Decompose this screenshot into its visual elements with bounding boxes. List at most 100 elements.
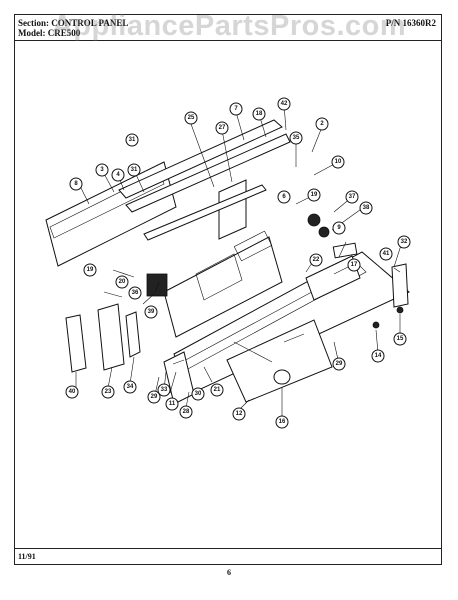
callout-15: 15 xyxy=(393,332,407,346)
callout-4: 4 xyxy=(111,168,125,182)
callout-label: 20 xyxy=(119,279,126,285)
callout-bubbles: 8 3 4 31 31 25 7 27 18 42 2 35 10 6 19 3… xyxy=(65,97,411,429)
callout-label: 3 xyxy=(100,167,104,173)
callout-label: 19 xyxy=(311,192,318,198)
callout-label: 25 xyxy=(188,115,195,121)
callout-33: 33 xyxy=(157,383,171,397)
callout-label: 22 xyxy=(313,257,320,263)
right-end-cap xyxy=(391,263,409,308)
callout-label: 12 xyxy=(236,411,243,417)
callout-label: 31 xyxy=(131,167,138,173)
revision-date: 11/91 xyxy=(18,552,36,561)
callout-label: 6 xyxy=(282,194,286,200)
callout-14: 14 xyxy=(371,349,385,363)
callout-3: 3 xyxy=(95,163,109,177)
callout-label: 29 xyxy=(336,361,343,367)
callout-23: 23 xyxy=(101,385,115,399)
callout-label: 11 xyxy=(169,401,176,407)
display-window xyxy=(233,230,273,262)
model-value: CRE500 xyxy=(47,28,81,38)
callout-29a: 29 xyxy=(147,390,161,404)
callout-label: 39 xyxy=(148,309,155,315)
footer-divider xyxy=(14,548,442,549)
callout-label: 33 xyxy=(161,387,168,393)
callout-label: 19 xyxy=(87,267,94,273)
callout-8: 8 xyxy=(69,177,83,191)
model-heading: Model: CRE500 xyxy=(18,28,80,38)
trim-plate xyxy=(332,242,358,259)
callout-2: 2 xyxy=(315,117,329,131)
top-rail xyxy=(118,119,283,199)
screw-14 xyxy=(372,321,380,329)
callout-16: 16 xyxy=(275,415,289,429)
section-label: Section: xyxy=(18,18,49,28)
callout-label: 16 xyxy=(279,419,286,425)
exploded-parts-diagram: 8 3 4 31 31 25 7 27 18 42 2 35 10 6 19 3… xyxy=(45,97,411,429)
callout-40: 40 xyxy=(65,385,79,399)
callout-label: 4 xyxy=(116,172,120,178)
callout-label: 37 xyxy=(349,194,356,200)
screw-15 xyxy=(396,306,404,314)
callout-30: 30 xyxy=(191,387,205,401)
callout-label: 36 xyxy=(132,290,139,296)
callout-19b: 19 xyxy=(83,263,97,277)
support-bar xyxy=(143,184,267,241)
callout-32: 32 xyxy=(397,235,411,249)
callout-10: 10 xyxy=(331,155,345,169)
callout-7: 7 xyxy=(229,102,243,116)
callout-label: 38 xyxy=(363,205,370,211)
callout-label: 35 xyxy=(293,135,300,141)
callout-34: 34 xyxy=(123,380,137,394)
callout-17: 17 xyxy=(347,258,361,272)
page-number: 6 xyxy=(227,568,231,577)
callout-41: 41 xyxy=(379,247,393,261)
callout-label: 42 xyxy=(281,101,288,107)
section-value: CONTROL PANEL xyxy=(51,18,129,28)
thermostat xyxy=(307,213,321,227)
callout-31b: 31 xyxy=(125,133,139,147)
callout-label: 10 xyxy=(335,159,342,165)
part-number: P/N 16360R2 xyxy=(385,18,436,28)
element-board xyxy=(305,255,361,301)
callout-label: 2 xyxy=(320,121,324,127)
page-frame xyxy=(14,14,442,565)
callout-42: 42 xyxy=(277,97,291,111)
callout-label: 31 xyxy=(129,137,136,143)
sensor xyxy=(318,226,330,238)
control-knob xyxy=(273,369,291,385)
callout-28: 28 xyxy=(179,405,193,419)
callout-12: 12 xyxy=(232,407,246,421)
callout-25: 25 xyxy=(184,111,198,125)
callout-18: 18 xyxy=(252,107,266,121)
watermark: AppliancePartsPros.com xyxy=(51,10,407,42)
callout-label: 23 xyxy=(105,389,112,395)
switch-housing xyxy=(97,303,125,371)
control-board xyxy=(163,236,283,338)
glass-insert xyxy=(226,319,333,403)
callout-label: 15 xyxy=(397,336,404,342)
callout-22: 22 xyxy=(309,253,323,267)
top-rail-lower xyxy=(125,133,291,213)
callout-label: 40 xyxy=(69,389,76,395)
frame-bracket xyxy=(218,179,247,240)
callout-label: 17 xyxy=(351,262,358,268)
section-heading: Section: CONTROL PANEL xyxy=(18,18,128,28)
callout-label: 9 xyxy=(337,225,341,231)
callout-label: 29 xyxy=(151,394,158,400)
callout-38: 38 xyxy=(359,201,373,215)
callout-21: 21 xyxy=(210,383,224,397)
callout-label: 21 xyxy=(214,387,221,393)
callout-19: 19 xyxy=(307,188,321,202)
callout-27: 27 xyxy=(215,121,229,135)
side-bracket xyxy=(125,311,141,358)
callout-36: 36 xyxy=(128,286,142,300)
callout-label: 41 xyxy=(383,251,390,257)
callout-31a: 31 xyxy=(127,163,141,177)
callout-11: 11 xyxy=(165,397,179,411)
callout-20: 20 xyxy=(115,275,129,289)
callout-label: 27 xyxy=(219,125,226,131)
callout-9: 9 xyxy=(332,221,346,235)
callout-label: 8 xyxy=(74,181,78,187)
callout-label: 32 xyxy=(401,239,408,245)
relay-block xyxy=(146,273,168,297)
